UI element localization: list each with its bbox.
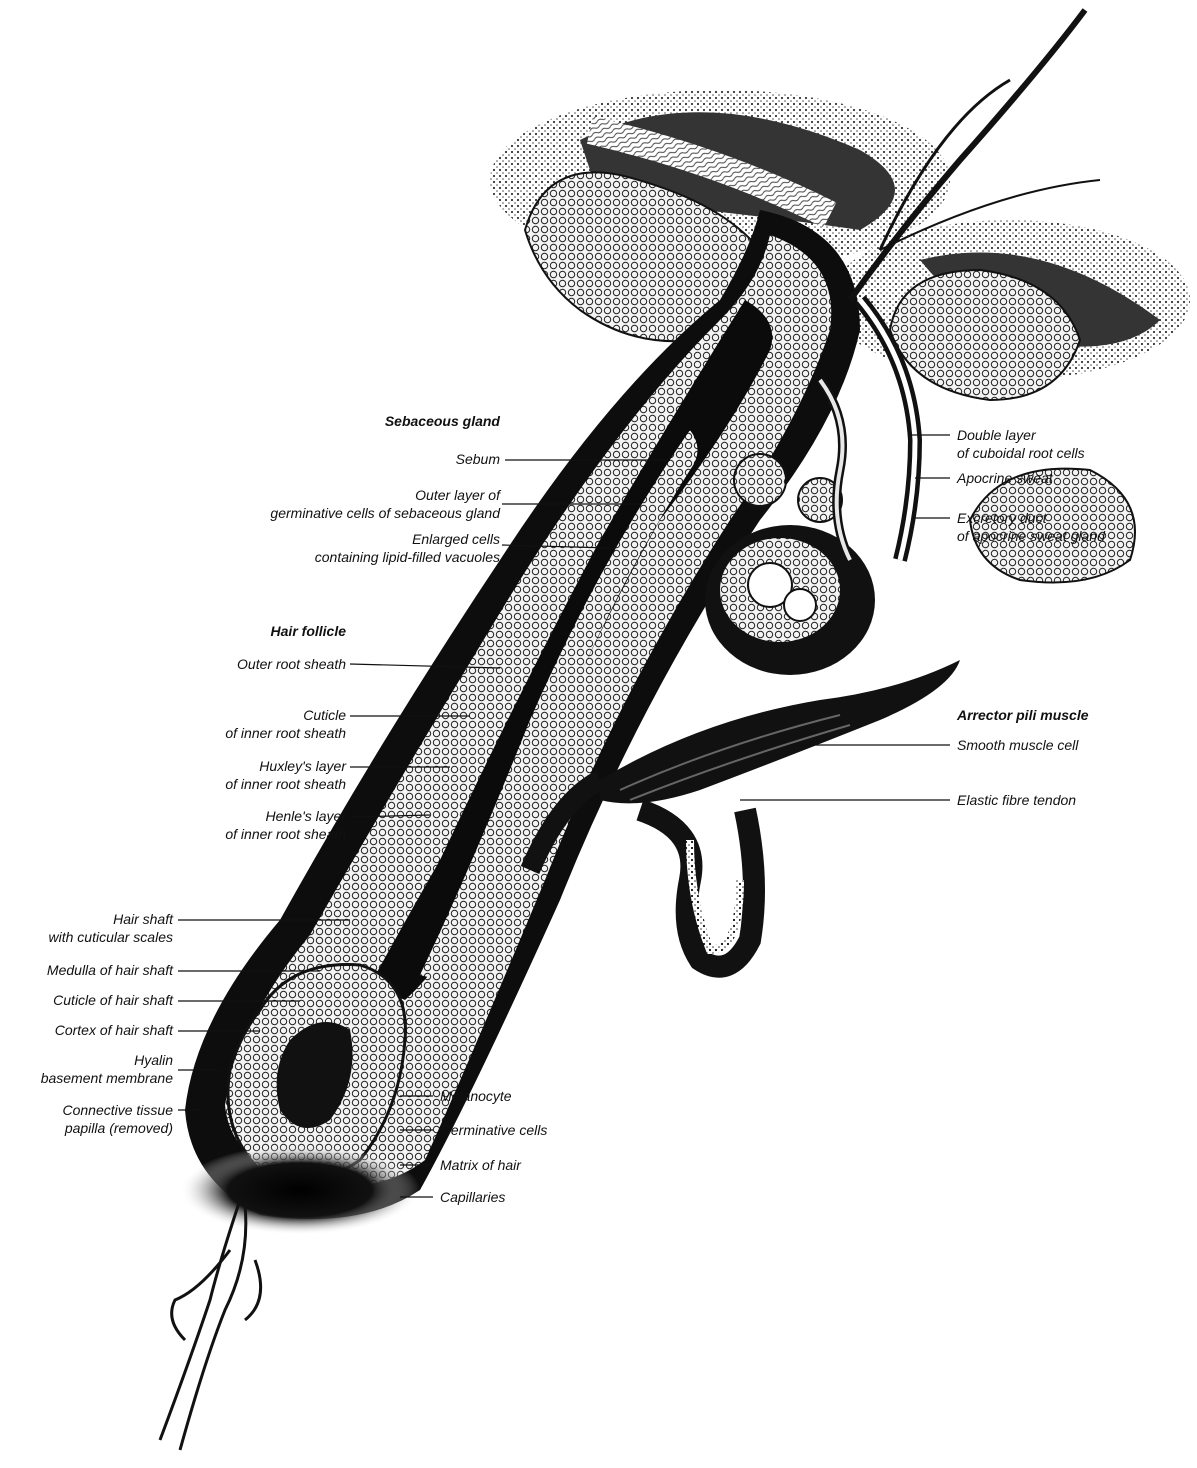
label-hair-shaft-line1: Hair shaft xyxy=(113,910,173,928)
label-outer-layer-line2: germinative cells of sebaceous gland xyxy=(270,504,500,522)
label-enlarged-cells-line2: containing lipid-filled vacuoles xyxy=(315,548,500,566)
label-elastic-tendon: Elastic fibre tendon xyxy=(957,791,1076,809)
label-capillaries: Capillaries xyxy=(440,1188,505,1206)
label-hyalin-line2: basement membrane xyxy=(41,1069,173,1087)
label-germinative: Germinative cells xyxy=(440,1121,547,1139)
label-huxley-line1: Huxley's layer xyxy=(259,757,346,775)
label-henle-line2: of inner root sheath xyxy=(225,825,346,843)
label-double-layer-line1: Double layer xyxy=(957,426,1036,444)
label-cortex: Cortex of hair shaft xyxy=(55,1021,173,1039)
label-apocrine: Apocrine sweat xyxy=(957,469,1053,487)
label-huxley-line2: of inner root sheath xyxy=(225,775,346,793)
bulb-fuzz xyxy=(180,1145,420,1235)
label-excretory-line2: of apocrine sweat gland xyxy=(957,527,1105,545)
label-double-layer-line2: of cuboidal root cells xyxy=(957,444,1085,462)
label-papilla-line1: Connective tissue xyxy=(62,1101,173,1119)
label-hyalin-line1: Hyalin xyxy=(134,1051,173,1069)
label-sebum: Sebum xyxy=(456,450,500,468)
label-cuticle-shaft: Cuticle of hair shaft xyxy=(53,991,173,1009)
label-arrector-heading: Arrector pili muscle xyxy=(957,706,1089,724)
label-hair-follicle-heading: Hair follicle xyxy=(271,622,346,640)
label-henle-line1: Henle's layer xyxy=(266,807,347,825)
label-smooth-muscle: Smooth muscle cell xyxy=(957,736,1078,754)
label-cuticle-inner-line2: of inner root sheath xyxy=(225,724,346,742)
vessels-below xyxy=(160,1200,261,1450)
label-hair-shaft-line2: with cuticular scales xyxy=(49,928,174,946)
label-matrix: Matrix of hair xyxy=(440,1156,521,1174)
label-outer-layer-line1: Outer layer of xyxy=(415,486,500,504)
label-excretory-line1: Excretory duct xyxy=(957,509,1046,527)
label-cuticle-inner-line1: Cuticle xyxy=(303,706,346,724)
label-enlarged-cells-line1: Enlarged cells xyxy=(412,530,500,548)
label-outer-root-sheath: Outer root sheath xyxy=(237,655,346,673)
label-papilla-line2: papilla (removed) xyxy=(65,1119,173,1137)
label-medulla: Medulla of hair shaft xyxy=(47,961,173,979)
label-melanocyte: Melanocyte xyxy=(440,1087,512,1105)
label-sebaceous-gland-heading: Sebaceous gland xyxy=(385,412,500,430)
